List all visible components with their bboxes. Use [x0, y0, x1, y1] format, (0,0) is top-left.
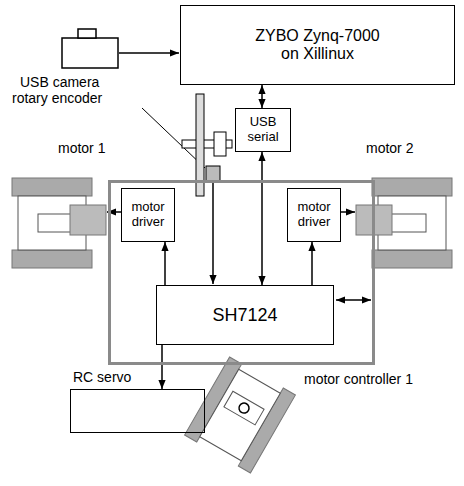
motor-label: motor 1 [58, 140, 105, 156]
motor-body [70, 205, 106, 235]
servo-horn [237, 401, 251, 415]
node-label: USB serial [240, 115, 286, 145]
node-heading: RC servo [73, 369, 131, 385]
board-box: ZYBO Zynq-7000 on Xillinux [180, 5, 455, 85]
connector-arrow [261, 85, 263, 108]
encoder-bearing [214, 132, 226, 156]
camera-arrow [119, 52, 179, 54]
motor-label-holder: motor 1 [58, 140, 105, 156]
encoder-arrow [212, 183, 214, 284]
wheel-body [200, 369, 281, 461]
encoder-label-holder: rotary encoder [12, 90, 102, 106]
driver-box: motor driver [121, 188, 175, 242]
connector-arrow [261, 152, 263, 285]
camera-label-holder: USB camera [20, 74, 99, 90]
wheel-tread [12, 250, 92, 268]
controller-board: motor controller 1motor drivermotor driv… [108, 180, 375, 365]
steering-wheel [185, 357, 296, 473]
encoder-label: rotary encoder [12, 90, 102, 106]
node-heading: motor controller 1 [304, 371, 413, 387]
port-arrow [336, 299, 371, 301]
camera-label: USB camera [20, 74, 99, 90]
camera-lens [78, 29, 96, 38]
node-label: motor driver [126, 200, 170, 230]
motor-label: motor 2 [366, 140, 413, 156]
motor-arrow [341, 211, 355, 213]
wheel-tread [372, 178, 452, 196]
node-label: ZYBO Zynq-7000 on Xillinux [252, 27, 384, 64]
wheel-axle [224, 391, 264, 425]
driver-box: motor driver [287, 188, 341, 242]
connector-arrow [164, 242, 166, 285]
wheel-tread [372, 250, 452, 268]
interface-box: USB serial [235, 108, 291, 152]
connector-arrow [311, 242, 313, 285]
motor-label-holder: motor 2 [366, 140, 413, 156]
wheel-tread [12, 178, 92, 196]
connector-arrow [161, 345, 163, 389]
mcu-box: SH7124 [156, 285, 334, 345]
camera-body [62, 38, 118, 68]
node-label: motor driver [292, 200, 336, 230]
servo-box: RC servo [70, 389, 205, 433]
node-label: SH7124 [212, 305, 277, 326]
